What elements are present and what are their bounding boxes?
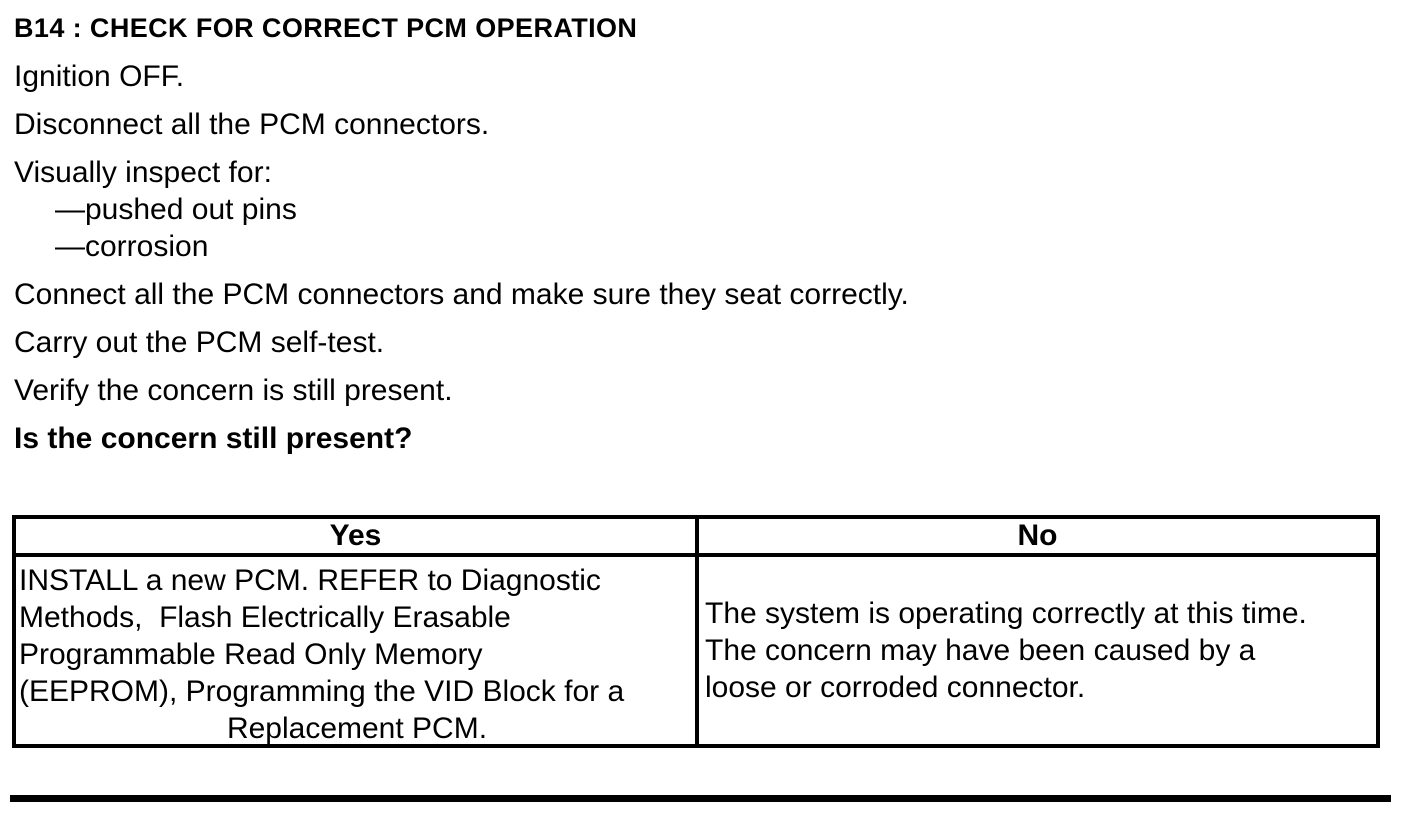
step-text: Ignition OFF. [14, 60, 185, 93]
results-table-header-row: Yes No [16, 519, 1376, 557]
yes-action-text-line: Programmable Read Only Memory [19, 638, 483, 671]
step-question-line: Is the concern still present? [14, 423, 1408, 454]
step-text: Carry out the PCM self-test. [14, 326, 385, 359]
page-title: B14 : CHECK FOR CORRECT PCM OPERATION [14, 13, 638, 43]
step-line: Connect all the PCM connectors and make … [14, 279, 1408, 310]
pinpoint-test-document-page: B14 : CHECK FOR CORRECT PCM OPERATION Ig… [0, 14, 1408, 838]
step-text: Visually inspect for: [14, 156, 272, 189]
step-line: Disconnect all the PCM connectors. [14, 109, 1408, 140]
no-action-text-line: loose or corroded connector. [705, 671, 1086, 704]
section-divider-rule [10, 795, 1391, 802]
step-line: Ignition OFF. [14, 61, 1408, 92]
results-table: Yes No INSTALL a new PCM. REFER to Diagn… [12, 515, 1380, 748]
yes-action-text-line: Replacement PCM. [226, 712, 488, 745]
no-action-text-line: The system is operating correctly at thi… [705, 597, 1307, 630]
no-action-text-line: The concern may have been caused by a [705, 634, 1256, 667]
yes-action-text-line: Methods, Flash Electrically Erasable [19, 601, 511, 634]
step-text: Connect all the PCM connectors and make … [14, 278, 909, 311]
step-sub-item: —corrosion [55, 230, 209, 263]
step-text: Disconnect all the PCM connectors. [14, 108, 490, 141]
step-sub-item: —pushed out pins [55, 193, 297, 226]
no-action-cell: The system is operating correctly at thi… [699, 557, 1376, 744]
step-line: Visually inspect for: —pushed out pins —co… [14, 157, 1408, 262]
yes-action-text-line: (EEPROM), Programming the VID Block for … [19, 675, 625, 708]
step-text: Is the concern still present? [14, 422, 413, 455]
no-column-header: No [1017, 519, 1058, 552]
yes-column-header: Yes [16, 519, 699, 553]
step-line: Carry out the PCM self-test. [14, 327, 1408, 358]
step-text: Verify the concern is still present. [14, 374, 453, 407]
procedure-steps: Ignition OFF. Disconnect all the PCM conn… [14, 61, 1408, 471]
step-line: Verify the concern is still present. [14, 375, 1408, 406]
yes-action-text-line: INSTALL a new PCM. REFER to Diagnostic [19, 564, 601, 597]
